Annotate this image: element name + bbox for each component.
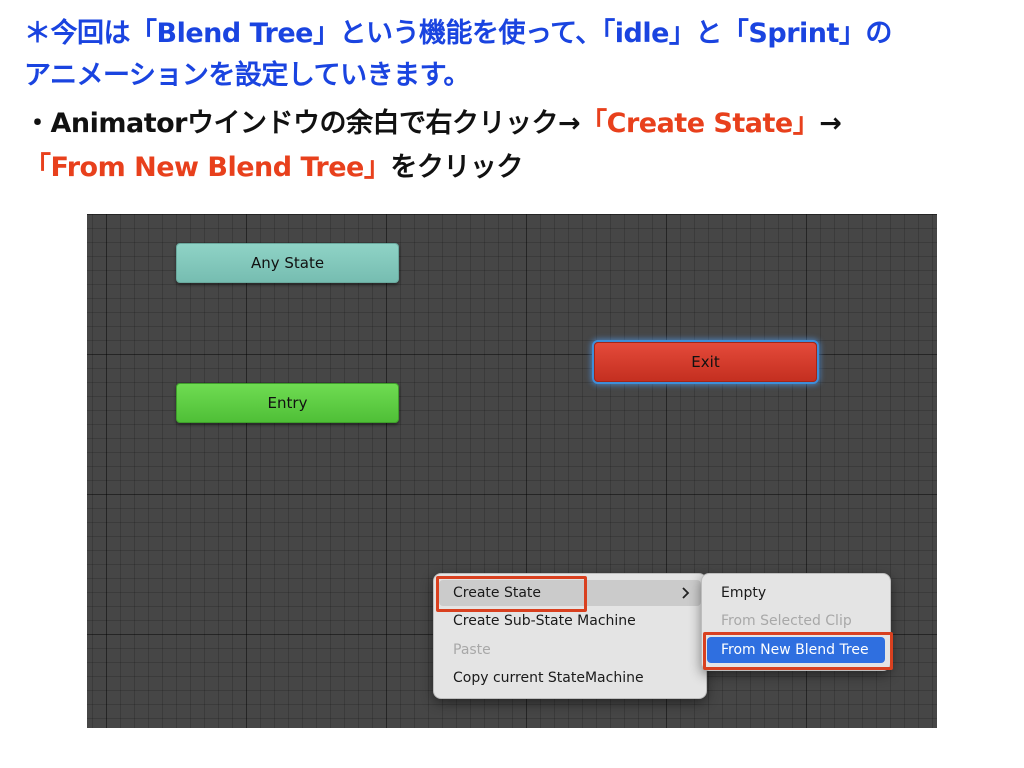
context-menu: Create State Create Sub-State Machine Pa… — [433, 573, 707, 699]
menu-item-label: Create State — [453, 585, 542, 601]
arrow-text: → — [819, 108, 842, 139]
entry-node[interactable]: Entry — [176, 383, 399, 423]
submenu-item-from-selected-clip: From Selected Clip — [707, 608, 885, 634]
from-new-blend-tree-highlight: 「From New Blend Tree」 — [24, 152, 391, 183]
submenu-item-label: From New Blend Tree — [721, 642, 869, 658]
create-state-highlight: 「Create State」 — [580, 108, 820, 139]
any-state-label: Any State — [250, 254, 325, 272]
submenu-item-label: From Selected Clip — [721, 613, 852, 629]
instruction-line-4: 「From New Blend Tree」をクリック — [24, 150, 523, 186]
chevron-right-icon — [681, 580, 691, 614]
menu-item-paste: Paste — [439, 637, 701, 663]
exit-node[interactable]: Exit — [594, 342, 817, 382]
submenu-item-empty[interactable]: Empty — [707, 580, 885, 606]
instruction-step-text: ・Animatorウインドウの余白で右クリック→ — [24, 108, 581, 139]
click-text: をクリック — [390, 152, 523, 183]
menu-item-create-state[interactable]: Create State — [439, 580, 701, 606]
menu-item-label: Paste — [453, 642, 491, 658]
any-state-node[interactable]: Any State — [176, 243, 399, 283]
exit-label: Exit — [691, 353, 720, 371]
menu-item-create-sub-state-machine[interactable]: Create Sub-State Machine — [439, 608, 701, 634]
menu-item-copy-current-statemachine[interactable]: Copy current StateMachine — [439, 665, 701, 691]
create-state-submenu: Empty From Selected Clip From New Blend … — [701, 573, 891, 671]
animator-canvas[interactable]: Any State Entry Exit Create State Create… — [87, 214, 937, 728]
submenu-item-label: Empty — [721, 585, 767, 601]
submenu-item-from-new-blend-tree[interactable]: From New Blend Tree — [707, 637, 885, 663]
entry-label: Entry — [267, 394, 308, 412]
instruction-line-1: ＊今回は「Blend Tree」という機能を使って、「idle」と「Sprint… — [24, 18, 892, 49]
menu-item-label: Create Sub-State Machine — [453, 613, 636, 629]
menu-item-label: Copy current StateMachine — [453, 670, 644, 686]
instruction-line-3: ・Animatorウインドウの余白で右クリック→「Create State」→ — [24, 106, 842, 142]
instruction-line-2: アニメーションを設定していきます。 — [24, 60, 470, 91]
